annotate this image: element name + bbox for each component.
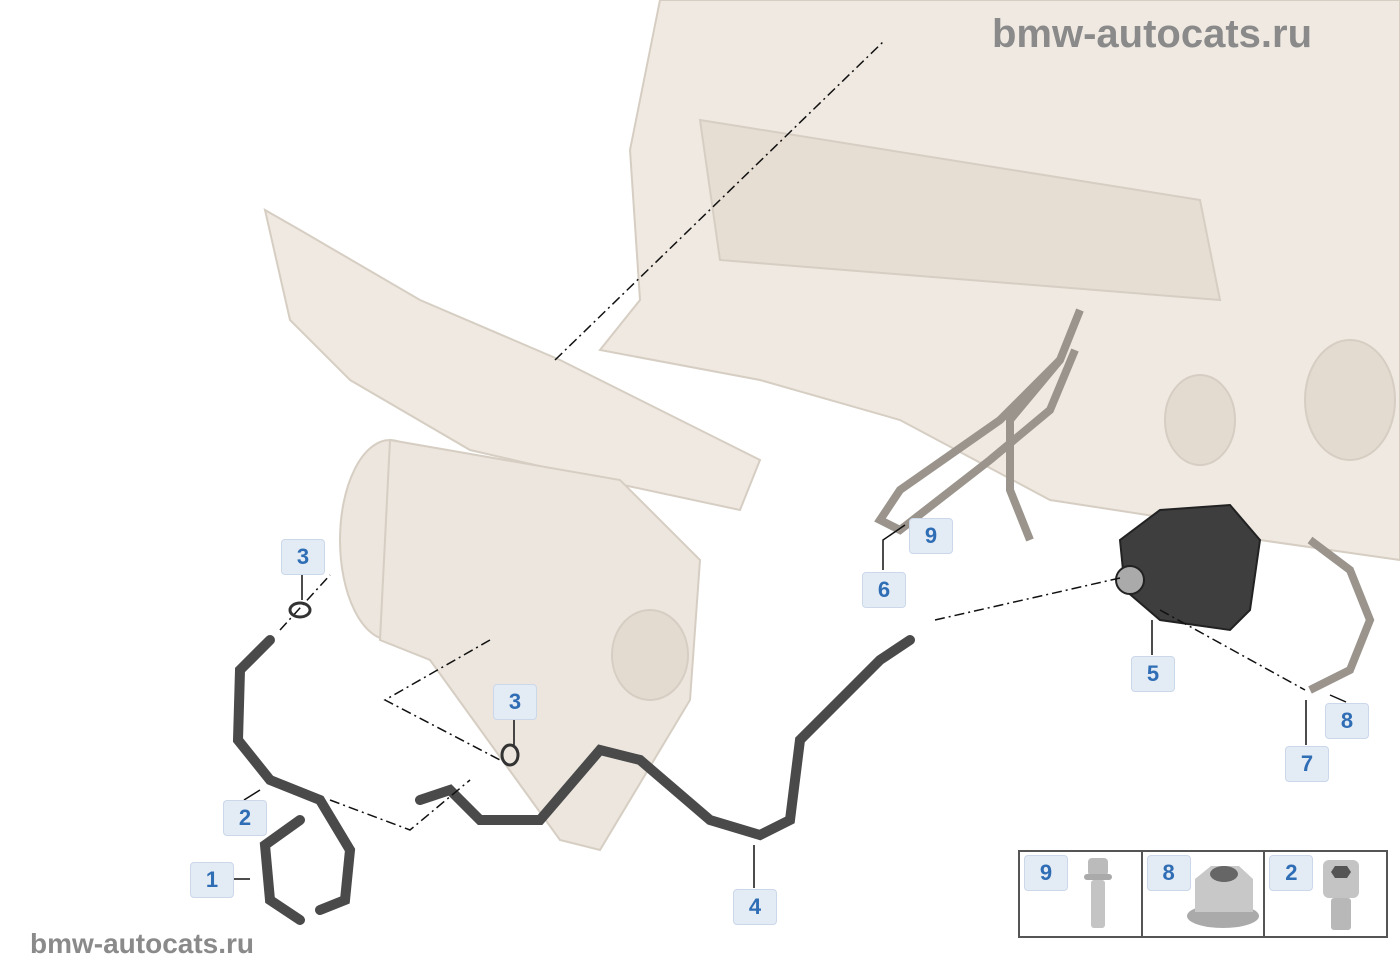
bracket (874, 308, 1375, 694)
callout-7[interactable]: 7 (1285, 746, 1329, 782)
flange-nut-icon (1186, 866, 1259, 928)
watermark-top: bmw-autocats.ru (992, 12, 1313, 56)
watermark-bottom: bmw-autocats.ru (30, 928, 255, 959)
leader-lines (232, 39, 1347, 888)
callout-1[interactable]: 1 (190, 862, 234, 898)
exhaust-manifold (263, 208, 762, 512)
callout-8[interactable]: 8 (1325, 703, 1369, 739)
callout-9[interactable]: 9 (909, 518, 953, 554)
callout-6[interactable]: 6 (862, 572, 906, 608)
fasteners-legend: 9 8 2 (1018, 850, 1388, 938)
callout-2[interactable]: 2 (223, 800, 267, 836)
callout-3-lower[interactable]: 3 (493, 684, 537, 720)
callout-4[interactable]: 4 (733, 889, 777, 925)
water-pump (1115, 503, 1262, 632)
bolt-icon (1084, 858, 1112, 928)
legend-item-9[interactable]: 9 (1020, 852, 1143, 936)
legend-label-9: 9 (1024, 855, 1068, 891)
legend-label-2: 2 (1269, 855, 1314, 891)
legend-label-8: 8 (1146, 855, 1191, 891)
callout-5[interactable]: 5 (1131, 656, 1175, 692)
legend-item-8[interactable]: 8 (1143, 852, 1266, 936)
socket-cap-screw-icon (1323, 860, 1360, 930)
o-rings (288, 601, 520, 767)
turbocharger (339, 438, 702, 852)
engine-block (598, 0, 1400, 562)
coolant-lines (232, 635, 915, 925)
legend-item-2[interactable]: 2 (1265, 852, 1386, 936)
callout-3-upper[interactable]: 3 (281, 539, 325, 575)
